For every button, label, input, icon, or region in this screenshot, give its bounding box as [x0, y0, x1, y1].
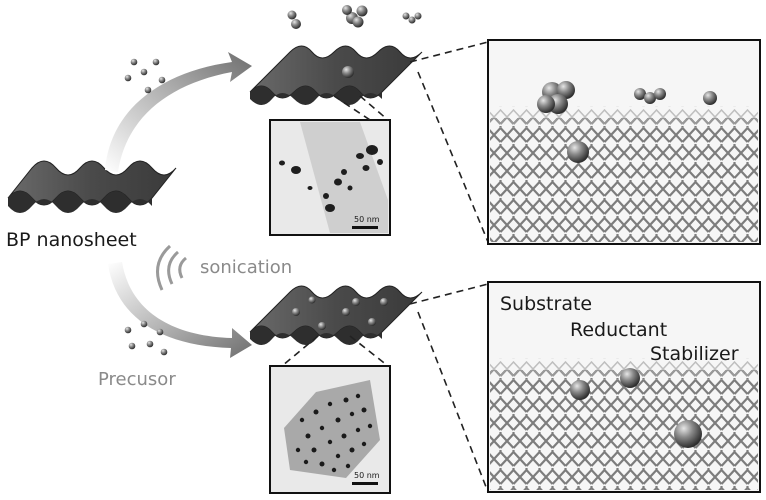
tem-image-bottom [269, 365, 391, 494]
nanoparticle-clusters-floating [287, 5, 422, 29]
bp-nanosheet-top [249, 45, 423, 105]
sonication-label: sonication [200, 257, 292, 278]
substrate-label: Substrate [500, 293, 592, 315]
sound-wave-icon [156, 244, 187, 291]
precursor-dots-top [124, 58, 166, 94]
bp-nanosheet-label: BP nanosheet [6, 229, 137, 251]
bp-nanosheet-source [7, 160, 177, 213]
tem-image-top [269, 119, 391, 236]
arrow-top [105, 52, 252, 172]
scale-bar-bottom-label: 50 nm [354, 471, 380, 480]
zoom-connectors-top [333, 41, 489, 243]
zoom-connectors-bottom [281, 283, 489, 493]
precursor-label: Precusor [98, 369, 176, 390]
bp-nanosheet-bottom [249, 285, 423, 345]
scale-bar-top-label: 50 nm [354, 215, 380, 224]
stabilizer-label: Stabilizer [650, 343, 739, 365]
arrow-bottom [108, 262, 252, 358]
zoom-panel-bottom [487, 281, 761, 493]
precursor-dots-bottom [124, 320, 168, 356]
reductant-label: Reductant [570, 319, 667, 341]
zoom-panel-top [487, 39, 761, 245]
